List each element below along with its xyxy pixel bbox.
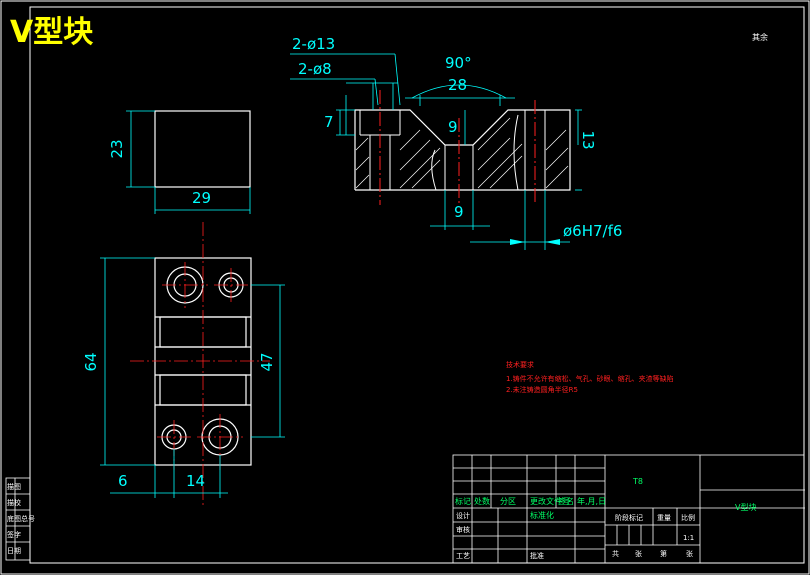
tb-standardize: 标准化 bbox=[530, 510, 554, 520]
surface-roughness-note: 其余 bbox=[752, 32, 768, 42]
tb-sheet-no: 第 bbox=[660, 549, 667, 558]
title-block-grid bbox=[452, 454, 805, 564]
requirements-heading: 技术要求 bbox=[506, 360, 534, 369]
tb-approve: 批准 bbox=[530, 551, 544, 560]
tb-stage-mark: 阶段标记 bbox=[615, 513, 643, 522]
strip-label-2: 底图总号 bbox=[7, 514, 35, 523]
inner-frame bbox=[29, 6, 805, 564]
dim-h13: 13 bbox=[579, 130, 597, 149]
tb-sheets: 张 bbox=[635, 549, 642, 558]
tb-label-0: 标记 bbox=[455, 496, 471, 506]
dim-h9v: 9 bbox=[448, 118, 458, 136]
tb-part-name: V型块 bbox=[735, 502, 756, 512]
strip-label-0: 描图 bbox=[7, 482, 21, 491]
dim-h23: 23 bbox=[108, 139, 126, 158]
dim-w28: 28 bbox=[448, 76, 467, 94]
top-view-centerlines bbox=[130, 222, 270, 505]
dim-h64: 64 bbox=[82, 352, 100, 371]
dim-d13: 2-ø13 bbox=[292, 35, 335, 53]
tb-label-3: 更改文件号 bbox=[530, 496, 570, 506]
dim-d8: 2-ø8 bbox=[298, 60, 332, 78]
requirements-line-1: 1.铸件不允许有缩松、气孔、砂眼、缩孔、夹渣等缺陷 bbox=[506, 374, 674, 383]
tb-label-2: 分区 bbox=[500, 497, 516, 506]
dim-angle: 90° bbox=[445, 54, 472, 72]
dim-h47: 47 bbox=[258, 352, 276, 371]
tb-weight: 重量 bbox=[657, 514, 671, 522]
front-dimensions bbox=[290, 53, 582, 250]
dim-fit: ø6H7/f6 bbox=[563, 222, 622, 240]
tb-label-5: 年,月,日 bbox=[577, 496, 606, 506]
tb-check: 审核 bbox=[456, 525, 470, 534]
tb-sheets-total: 共 bbox=[612, 549, 619, 558]
tb-label-4: 签名 bbox=[558, 496, 574, 506]
dim-w14: 14 bbox=[186, 472, 205, 490]
tb-ratio: 比例 bbox=[681, 513, 695, 522]
strip-label-3: 签字 bbox=[7, 530, 21, 539]
strip-label-4: 日期 bbox=[7, 547, 21, 555]
tb-sheet: 张 bbox=[686, 549, 693, 558]
drawing-title: V型块 bbox=[10, 15, 93, 50]
side-view bbox=[154, 110, 251, 188]
front-section-view bbox=[354, 90, 571, 205]
dim-w6: 6 bbox=[118, 472, 128, 490]
top-dimensions bbox=[100, 257, 285, 498]
requirements-line-2: 2.未注铸造圆角半径R5 bbox=[506, 385, 578, 394]
dim-h7: 7 bbox=[324, 113, 334, 131]
side-dimensions bbox=[126, 110, 251, 214]
tb-design: 设计 bbox=[456, 511, 470, 520]
left-strip bbox=[5, 477, 31, 561]
tb-scale: 1:1 bbox=[683, 534, 694, 542]
dim-w29: 29 bbox=[192, 189, 211, 207]
tb-process: 工艺 bbox=[456, 552, 470, 560]
tb-label-1: 处数 bbox=[474, 496, 490, 506]
strip-label-1: 描校 bbox=[7, 498, 21, 507]
tb-material: T8 bbox=[632, 477, 643, 486]
dim-w9: 9 bbox=[454, 203, 464, 221]
